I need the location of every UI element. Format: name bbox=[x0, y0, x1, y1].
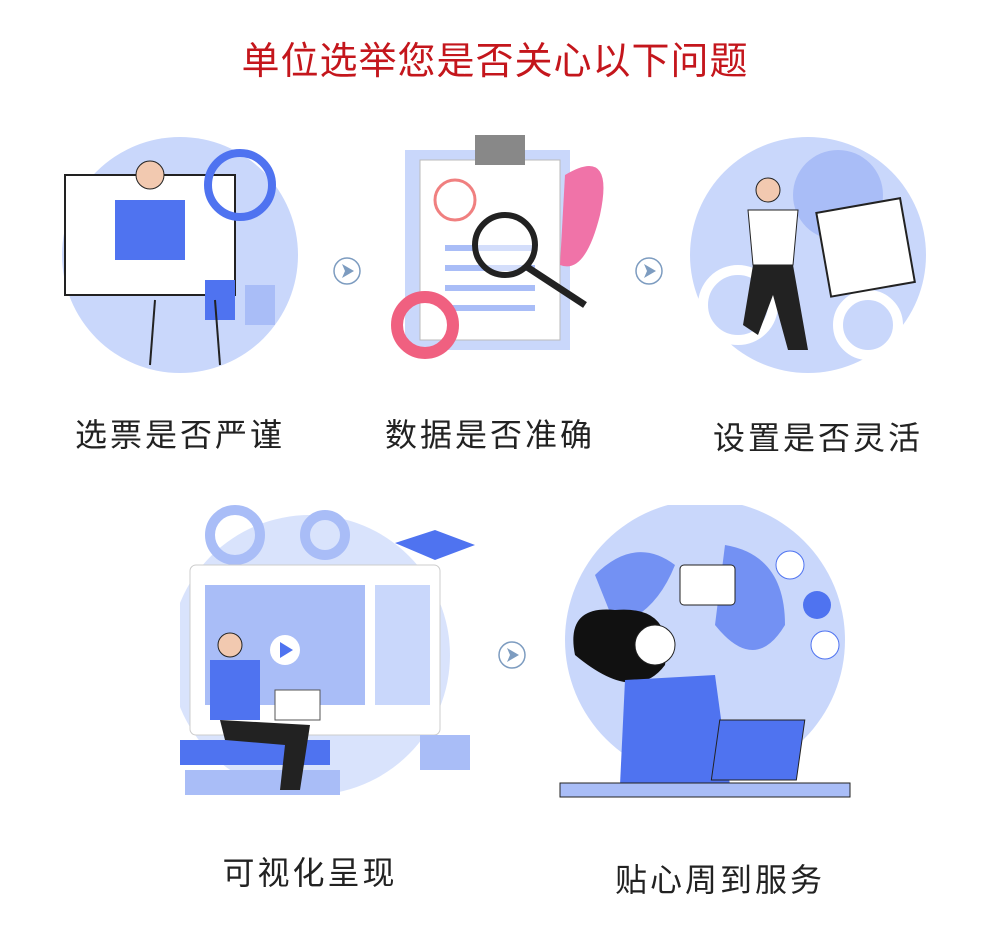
item-label-1: 选票是否严谨 bbox=[74, 416, 285, 454]
arrow-right-icon bbox=[635, 257, 663, 285]
page-title: 单位选举您是否关心以下问题 bbox=[241, 39, 749, 83]
voting-presentation-illustration bbox=[62, 137, 298, 373]
arrow-right-icon bbox=[498, 641, 526, 669]
item-label-3: 设置是否灵活 bbox=[712, 419, 923, 457]
globe-customer-service-illustration bbox=[559, 505, 851, 798]
arrow-right-icon bbox=[333, 257, 361, 285]
monitor-learning-illustration bbox=[180, 505, 475, 795]
rubiks-cube-gears-illustration bbox=[690, 137, 926, 373]
item-label-2: 数据是否准确 bbox=[384, 416, 595, 454]
item-label-4: 可视化呈现 bbox=[222, 854, 398, 892]
clipboard-magnifier-illustration bbox=[391, 135, 604, 359]
item-label-5: 贴心周到服务 bbox=[614, 861, 825, 899]
